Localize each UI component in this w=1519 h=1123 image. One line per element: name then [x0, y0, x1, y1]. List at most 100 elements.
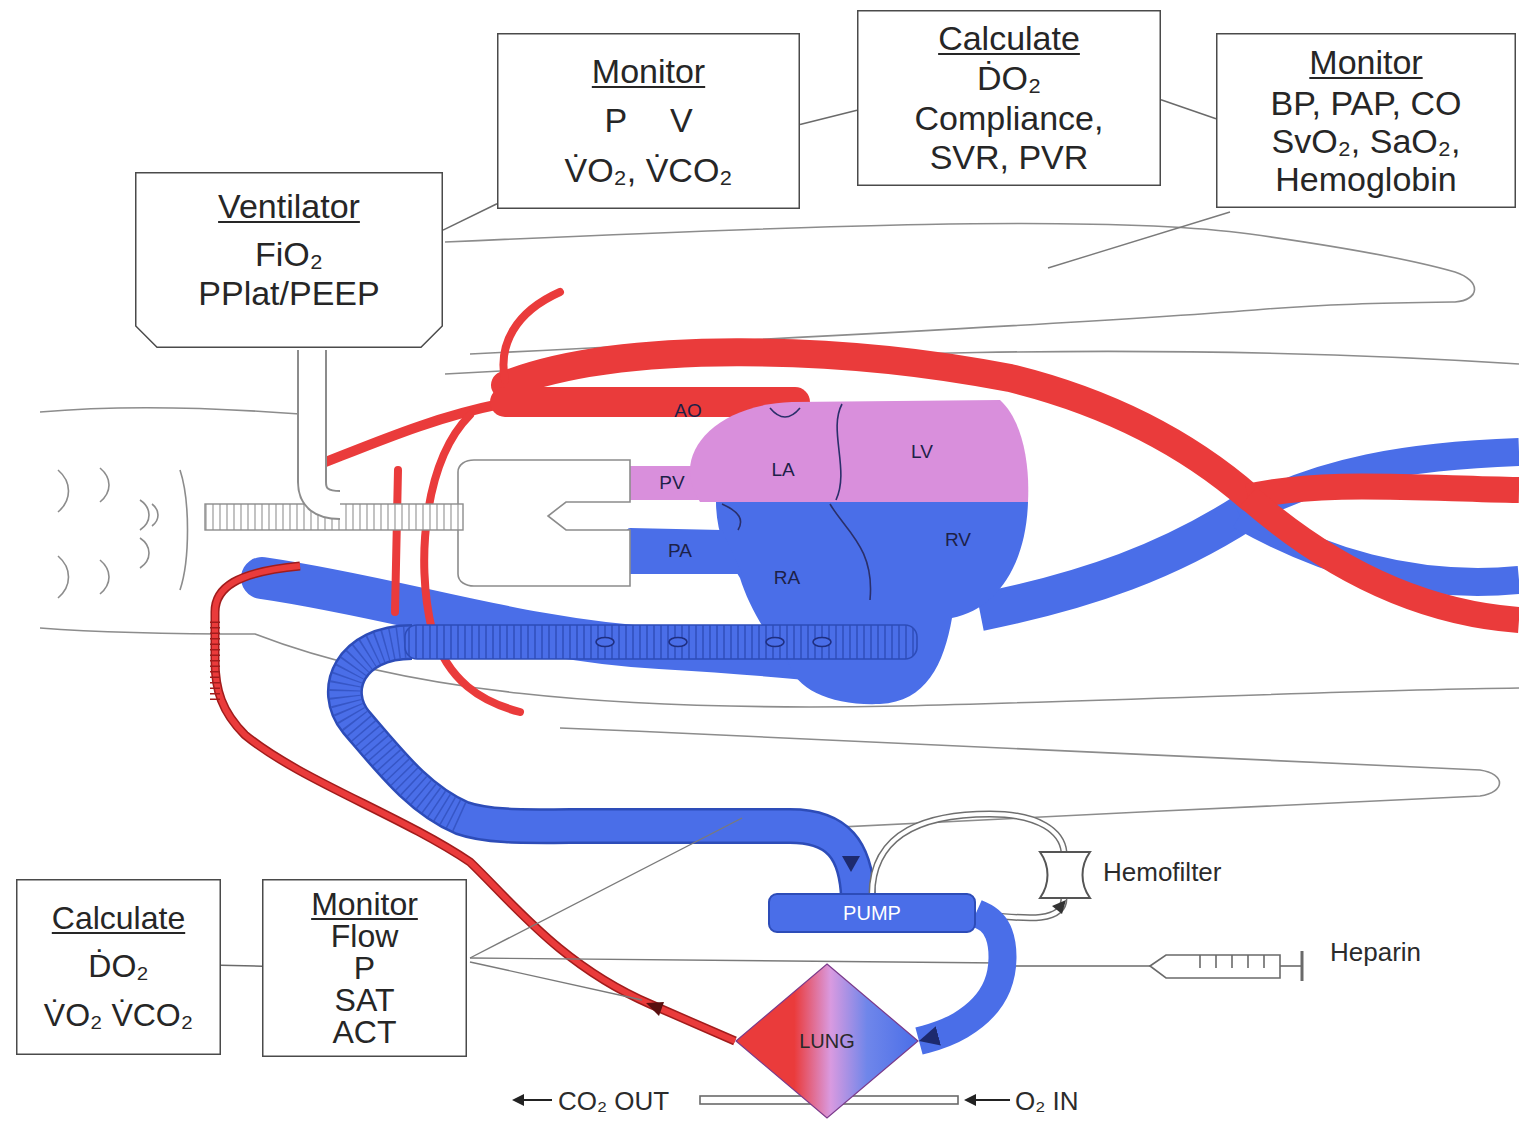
heparin-syringe — [1215, 955, 1217, 968]
monitor-box: MonitorBP, PAP, CO SvO₂, SaO₂, Hemoglobi… — [1216, 33, 1516, 208]
component-label: Heparin — [1330, 938, 1421, 967]
hemofilter-circuit — [872, 814, 1064, 895]
blood-vessels — [395, 470, 398, 612]
drainage-cannula — [813, 638, 831, 647]
box-outline — [1217, 34, 1516, 208]
heart — [623, 528, 743, 574]
box-heading: Monitor — [1309, 43, 1422, 81]
heparin-syringe — [1231, 955, 1233, 968]
drainage-cannula — [405, 625, 917, 659]
box-text: ḊO₂ — [88, 950, 148, 984]
blood-vessels — [262, 292, 1519, 712]
chamber-label: LA — [771, 460, 794, 481]
box-text: BP, PAP, CO SvO₂, SaO₂, Hemoglobin — [1241, 84, 1491, 198]
box-text: ḊO₂ — [977, 59, 1041, 98]
hemofilter-circuit — [1040, 852, 1090, 898]
box-heading: Ventilator — [218, 187, 360, 226]
heart — [770, 408, 800, 417]
box-heading: Calculate — [52, 902, 185, 936]
airway — [458, 460, 630, 586]
heparin-syringe — [1199, 955, 1201, 968]
oxygenator-diamond: LUNG — [735, 963, 919, 1119]
box-text: Flow P SAT ACT — [331, 920, 399, 1048]
hemofilter-circuit — [1052, 900, 1066, 914]
patient-outline — [58, 556, 69, 598]
patient-outline — [40, 408, 300, 414]
box-text: FiO₂ PPlat/PEEP — [174, 235, 404, 313]
box-outline — [498, 34, 800, 209]
oxygenator-outline — [736, 964, 918, 1118]
ventilator-outline — [136, 173, 443, 348]
box-text: Compliance, SVR, PVR — [889, 99, 1129, 177]
box-outline — [263, 880, 467, 1057]
heart — [836, 404, 842, 500]
drainage-cannula — [766, 638, 784, 647]
leader-line — [470, 962, 642, 1000]
chamber-label: RV — [945, 530, 971, 551]
ventilator-box: VentilatorFiO₂ PPlat/PEEP — [135, 172, 443, 348]
vessel-label: PV — [659, 473, 684, 494]
connector-line — [221, 964, 262, 966]
chamber-label: LV — [911, 442, 933, 463]
heart — [722, 404, 871, 600]
pump-box: PUMP — [768, 893, 976, 933]
airway — [205, 348, 630, 586]
leader-line — [470, 958, 1000, 963]
box-text: PUMP — [843, 902, 901, 924]
patient-outline — [58, 470, 69, 512]
box-outline — [17, 880, 221, 1055]
blood-vessels — [1248, 486, 1519, 497]
return-line — [646, 1002, 664, 1016]
drainage-cannula — [345, 642, 858, 898]
drainage-cannula — [669, 638, 687, 647]
drainage-cannula — [345, 625, 917, 898]
gas-line — [512, 1094, 524, 1106]
box-text: LUNG — [799, 1030, 855, 1052]
blood-vessels — [1248, 497, 1519, 620]
drainage-cannula — [596, 638, 614, 647]
airway — [312, 348, 340, 505]
heart — [690, 400, 1028, 502]
calculate-box: CalculateḊO₂Compliance, SVR, PVR — [857, 10, 1161, 186]
gas-line — [522, 1099, 552, 1101]
heparin-syringe — [1150, 955, 1280, 978]
heparin-syringe — [1301, 951, 1304, 981]
heart — [716, 502, 1028, 704]
leader-line — [1048, 212, 1230, 268]
connector-line — [800, 110, 857, 124]
connector-line — [443, 204, 497, 230]
vessel-label: PA — [668, 541, 692, 562]
hemofilter-circuit — [872, 814, 1064, 895]
gas-label: O₂ IN — [1015, 1087, 1079, 1116]
patient-outline — [445, 224, 1475, 354]
heparin-syringe — [1247, 955, 1249, 968]
heart — [830, 504, 871, 600]
patient-outline — [140, 538, 149, 568]
heparin-syringe — [1263, 955, 1265, 968]
box-text: V̇O₂, V̇CO₂ — [564, 151, 732, 190]
box-heading: Calculate — [938, 19, 1080, 58]
heart — [722, 504, 741, 530]
gas-label: CO₂ OUT — [558, 1087, 669, 1116]
box-text: V̇O₂ V̇CO₂ — [44, 999, 193, 1033]
pump-outline — [769, 894, 975, 932]
drainage-cannula — [345, 642, 858, 898]
heparin-syringe — [990, 951, 1302, 981]
component-label: Hemofilter — [1103, 858, 1221, 887]
box-text: P V — [604, 101, 692, 140]
monitor-box: MonitorP VV̇O₂, V̇CO₂ — [497, 33, 800, 209]
gas-line — [974, 1099, 1010, 1101]
vessel-label: AO — [674, 401, 701, 422]
heparin-syringe — [1280, 965, 1302, 967]
blood-vessels — [1240, 452, 1519, 515]
calculate-box: CalculateḊO₂ V̇O₂ V̇CO₂ — [16, 879, 221, 1055]
connector-line — [1161, 100, 1216, 119]
patient-outline — [100, 560, 109, 594]
drainage-cannula — [345, 642, 462, 818]
box-outline — [858, 11, 1161, 186]
drainage-cannula — [842, 856, 860, 872]
chamber-label: RA — [774, 568, 800, 589]
leader-line — [470, 818, 742, 958]
patient-outline — [100, 468, 109, 502]
